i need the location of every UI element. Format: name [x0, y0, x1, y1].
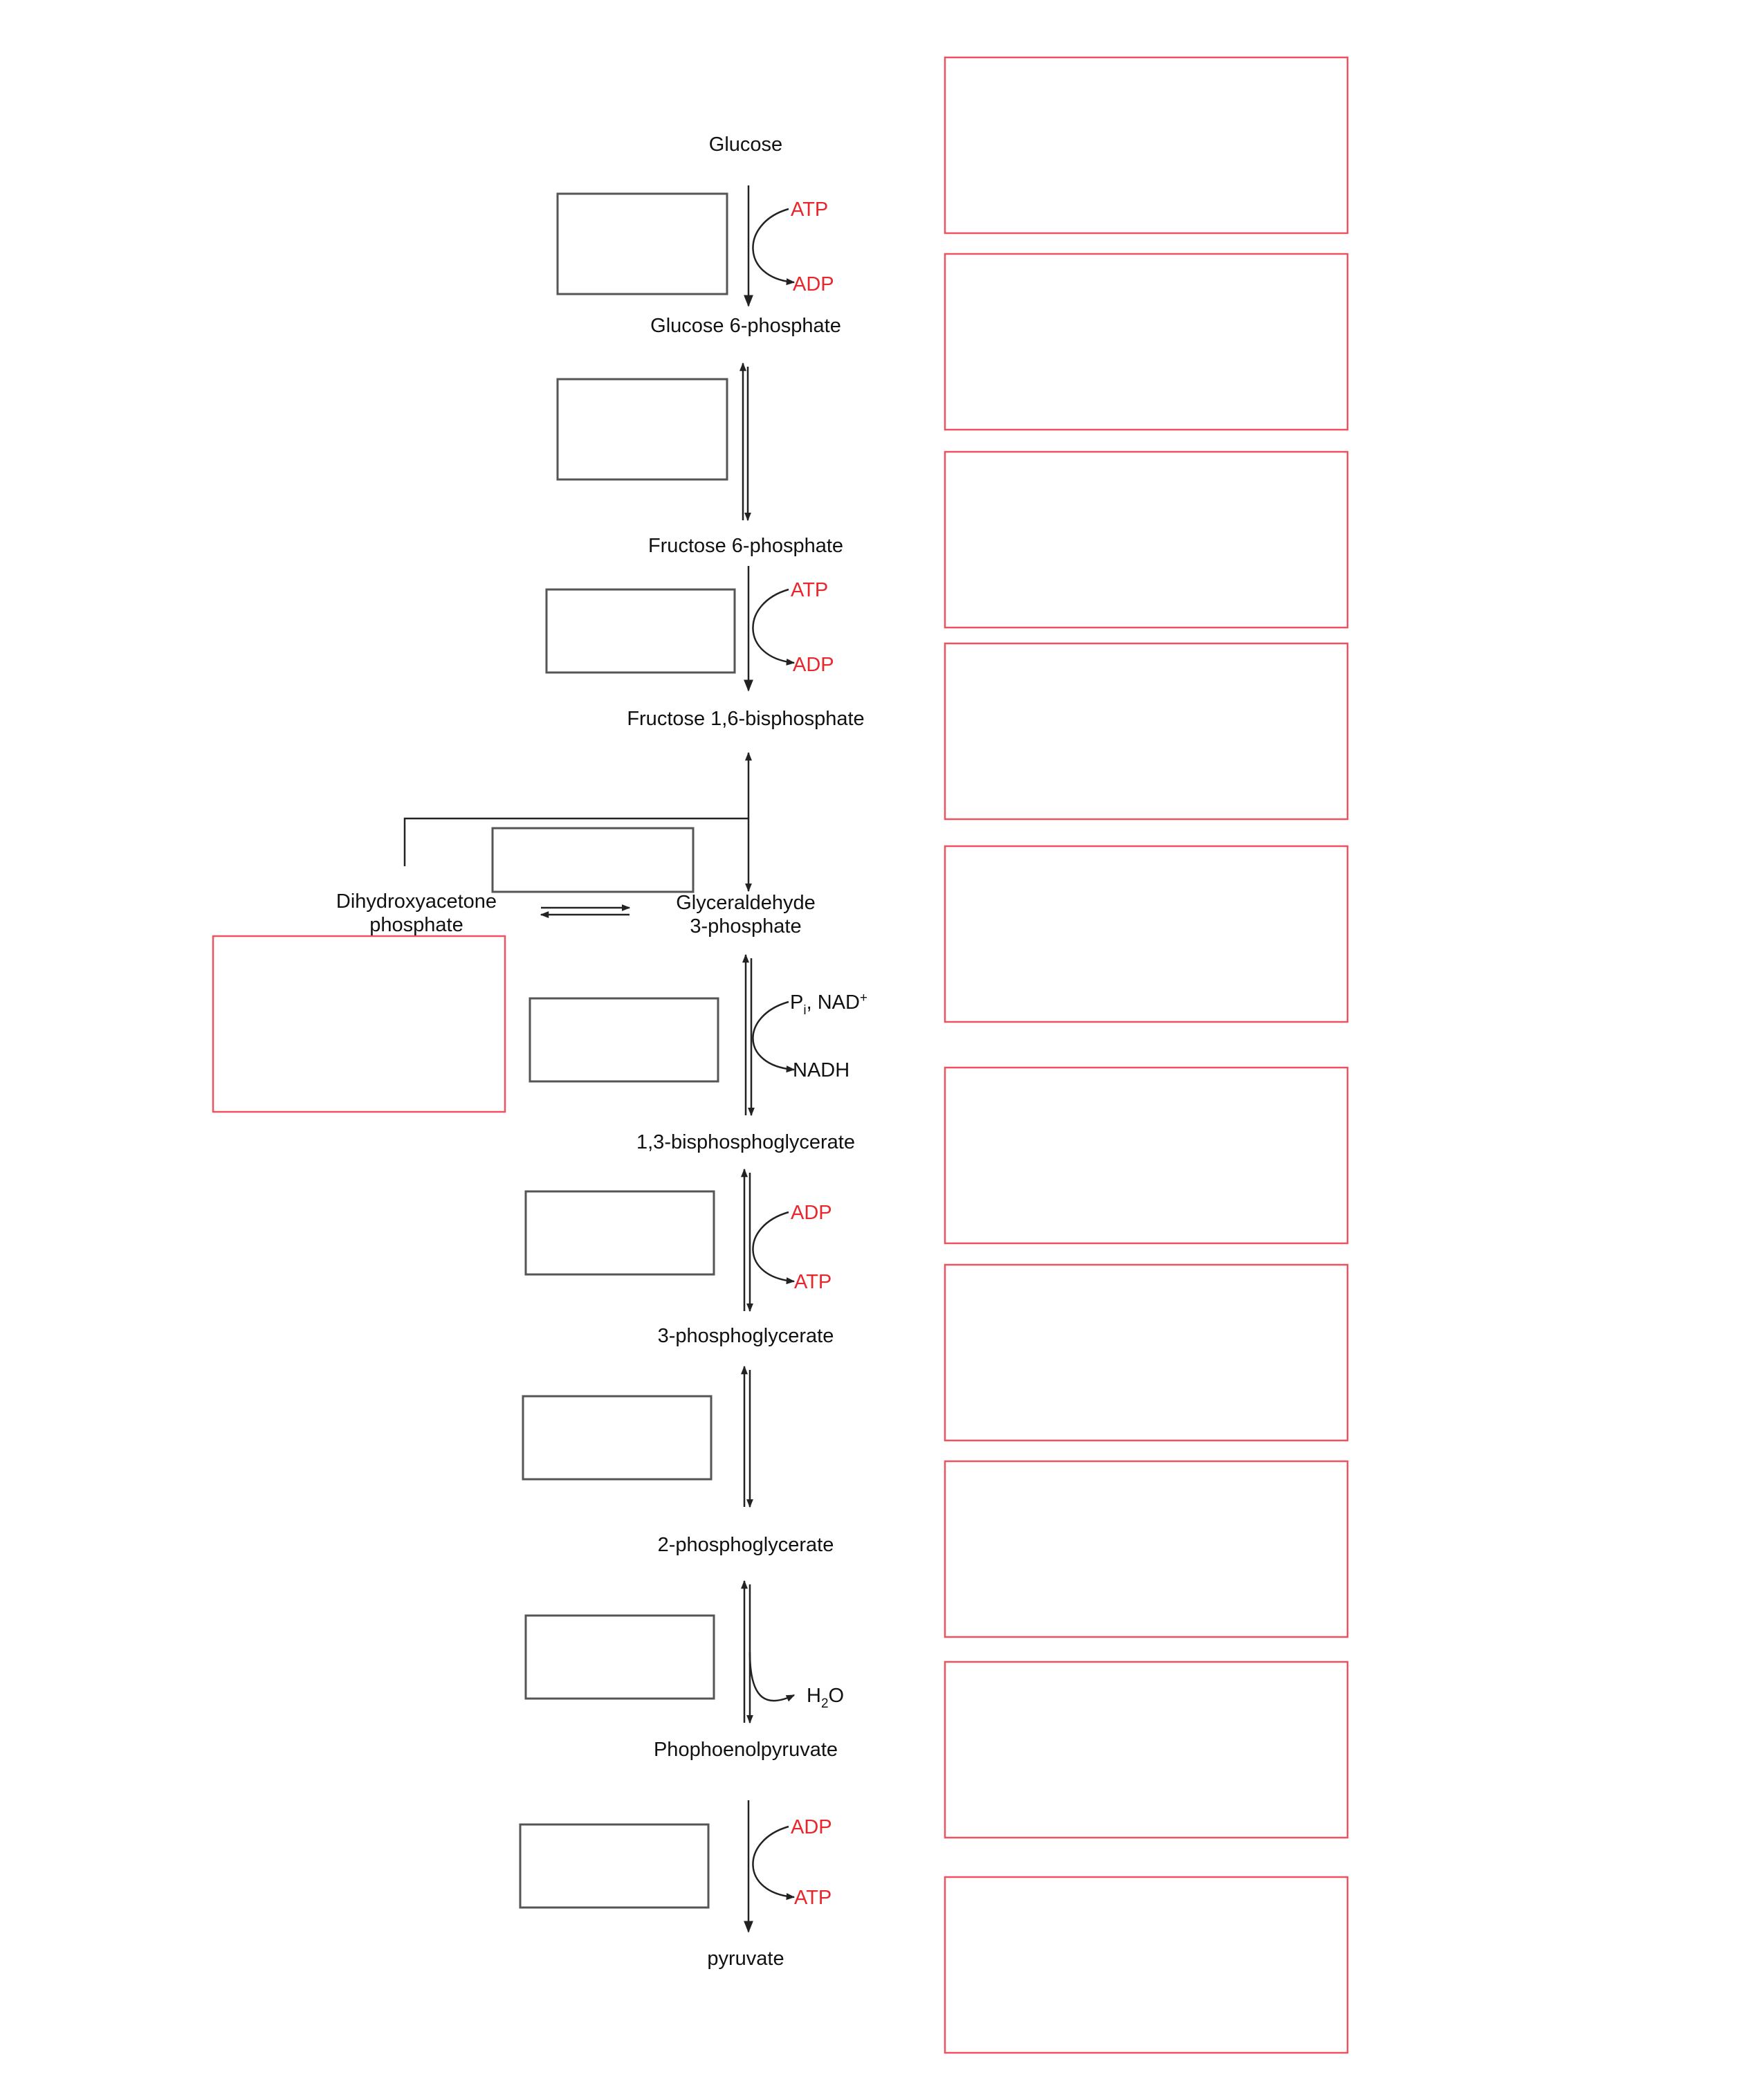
label-pyruvate: pyruvate — [707, 1948, 784, 1970]
answer-box-8[interactable] — [944, 1460, 1349, 1638]
enzyme-boxes — [491, 192, 736, 1909]
pathway-arrows — [403, 185, 755, 1933]
metabolite-labels: Glucose Glucose 6-phosphate Fructose 6-p… — [336, 134, 865, 1970]
cofactor-arc-9 — [748, 1652, 796, 1702]
label-fructose-1-6-bisphosphate: Fructose 1,6-bisphosphate — [627, 708, 864, 730]
cofactor-atp-step-7: ATP — [794, 1271, 832, 1293]
cofactor-nadh-step-6: NADH — [793, 1059, 849, 1081]
answer-box-2[interactable] — [944, 253, 1349, 431]
label-gap-line2: 3-phosphate — [690, 915, 801, 937]
cofactor-adp-step-7: ADP — [791, 1202, 832, 1224]
answer-box-3[interactable] — [944, 450, 1349, 629]
answer-box-9[interactable] — [944, 1661, 1349, 1839]
enzyme-box-8[interactable] — [524, 1614, 715, 1700]
cofactor-water-step-9: H2O — [807, 1685, 844, 1711]
cofactor-atp-step-10: ATP — [794, 1887, 832, 1909]
label-dhap-line1: Dihydroxyacetone — [336, 890, 497, 913]
cofactor-pi-nad-step-6: Pi, NAD+ — [790, 991, 867, 1018]
answer-box-left[interactable] — [212, 935, 506, 1113]
answer-box-7[interactable] — [944, 1263, 1349, 1442]
label-gap-line1: Glyceraldehyde — [676, 892, 816, 914]
enzyme-box-3[interactable] — [545, 588, 736, 674]
cofactor-atp-step-1: ATP — [791, 199, 828, 221]
label-2-phosphoglycerate: 2-phosphoglycerate — [658, 1534, 834, 1556]
label-glucose: Glucose — [709, 134, 782, 156]
label-glucose-6-phosphate: Glucose 6-phosphate — [650, 315, 841, 337]
label-dhap-line2: phosphate — [369, 914, 463, 936]
answer-box-1[interactable] — [944, 56, 1349, 235]
cofactor-arc-1 — [752, 208, 796, 286]
cofactor-arc-7 — [752, 1211, 796, 1285]
enzyme-box-6[interactable] — [524, 1190, 715, 1276]
enzyme-box-1[interactable] — [556, 192, 728, 295]
cofactor-arc-10 — [752, 1825, 796, 1901]
enzyme-box-7[interactable] — [522, 1395, 713, 1481]
answer-box-10[interactable] — [944, 1876, 1349, 2054]
answer-box-6[interactable] — [944, 1066, 1349, 1245]
label-fructose-6-phosphate: Fructose 6-phosphate — [648, 535, 843, 557]
enzyme-box-2[interactable] — [556, 378, 728, 481]
cofactor-arc-6 — [752, 1000, 796, 1073]
cofactor-arrows — [748, 208, 796, 1901]
answer-boxes — [212, 56, 1349, 2054]
label-phosphoenolpyruvate: Phophoenolpyruvate — [654, 1739, 838, 1761]
cofactor-labels: ATP ADP ATP ADP Pi, NAD+ NADH ADP ATP H2… — [790, 199, 867, 1909]
cofactor-arc-3 — [752, 588, 796, 666]
label-1-3-bisphosphoglycerate: 1,3-bisphosphoglycerate — [636, 1131, 855, 1153]
answer-box-4[interactable] — [944, 642, 1349, 821]
enzyme-box-9[interactable] — [519, 1823, 710, 1909]
cofactor-adp-step-3: ADP — [793, 654, 834, 676]
enzyme-box-5[interactable] — [529, 997, 719, 1083]
enzyme-box-4[interactable] — [491, 827, 695, 893]
cofactor-adp-step-10: ADP — [791, 1816, 832, 1838]
cofactor-atp-step-3: ATP — [791, 579, 828, 601]
branch-to-dhap — [403, 817, 748, 866]
label-3-phosphoglycerate: 3-phosphoglycerate — [658, 1325, 834, 1347]
answer-box-5[interactable] — [944, 845, 1349, 1023]
cofactor-adp-step-1: ADP — [793, 273, 834, 295]
